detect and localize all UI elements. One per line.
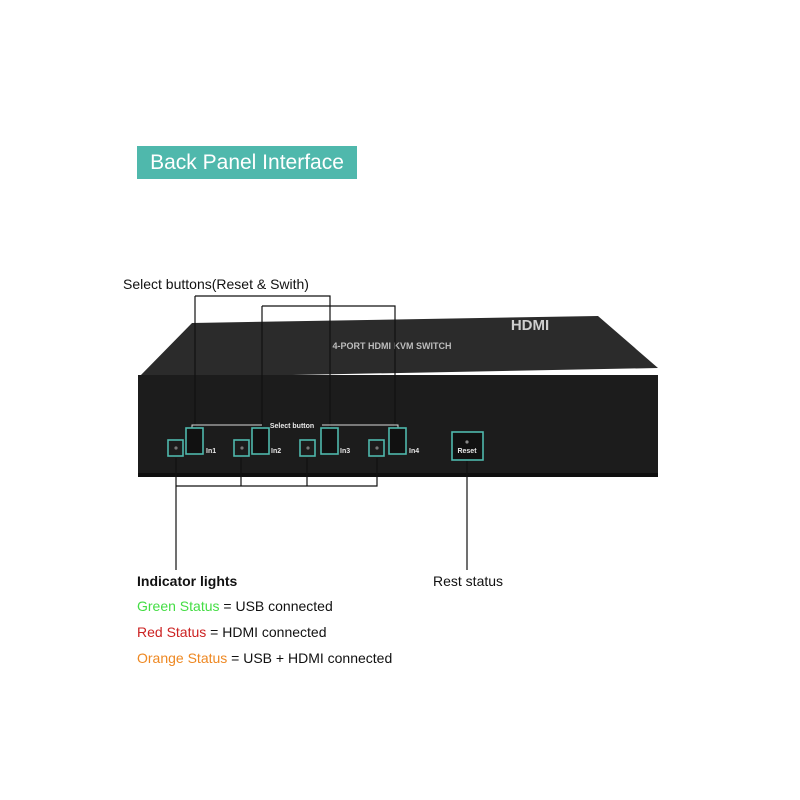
port-label-in2: In2 (271, 448, 281, 455)
red-status-meaning: = HDMI connected (206, 624, 327, 640)
legend-row-red: Red Status = HDMI connected (137, 624, 327, 640)
select-button-2[interactable] (251, 427, 270, 455)
legend-row-green: Green Status = USB connected (137, 598, 333, 614)
indicator-lights-heading: Indicator lights (137, 573, 238, 589)
select-button-label: Select button (270, 423, 314, 430)
orange-status-text: Orange Status (137, 650, 228, 666)
select-button-4[interactable] (388, 427, 407, 455)
reset-button[interactable] (451, 431, 484, 461)
select-callout-lines (194, 295, 396, 437)
green-status-text: Green Status (137, 598, 220, 614)
select-button-1[interactable] (185, 427, 204, 455)
green-status-meaning: = USB connected (219, 598, 333, 614)
rest-status-label: Rest status (433, 573, 504, 589)
hdmi-logo: HDMI (511, 317, 549, 334)
model-text: 4-PORT HDMI KVM SWITCH (333, 341, 452, 351)
port-label-in4: In4 (409, 448, 419, 455)
port-label-in3: In3 (340, 448, 350, 455)
indicator-led-3 (299, 439, 316, 457)
legend-row-orange: Orange Status = USB + HDMI connected (137, 650, 392, 666)
indicator-led-2 (233, 439, 250, 457)
device-top-face (138, 316, 658, 378)
page-title: Back Panel Interface (137, 146, 357, 179)
device-bottom-edge (138, 473, 658, 477)
orange-status-meaning: = USB + HDMI connected (227, 650, 393, 666)
indicator-callout-lines (175, 458, 378, 570)
select-button-3[interactable] (320, 427, 339, 455)
red-status-text: Red Status (137, 624, 207, 640)
indicator-led-1 (167, 439, 184, 457)
select-buttons-label: Select buttons(Reset & Swith) (123, 276, 309, 292)
indicator-led-4 (368, 439, 385, 457)
port-label-in1: In1 (206, 448, 216, 455)
reset-button-label: Reset (457, 448, 477, 455)
